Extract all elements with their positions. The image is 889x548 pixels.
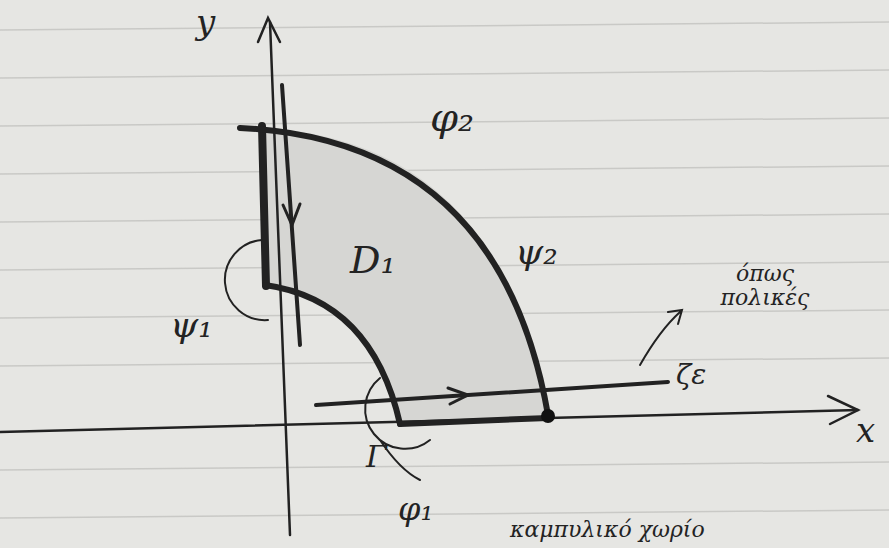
y-arrowhead	[258, 18, 280, 42]
note-arrow	[640, 310, 682, 365]
sketch-label: x	[856, 412, 875, 449]
boundary-bottom	[400, 418, 548, 424]
sketch-label: φ₂	[430, 95, 474, 139]
sketch-label: Γ	[366, 440, 387, 473]
sketch-label: D₁	[350, 240, 396, 282]
sketch-label: ζε	[676, 360, 706, 391]
corner-point	[541, 409, 555, 423]
angle-arc	[225, 240, 268, 320]
sketch-label: όπως πολικές	[690, 262, 840, 310]
y-axis	[270, 22, 290, 535]
sketch-label: ψ₂	[515, 232, 558, 272]
direction-arrow	[283, 204, 300, 225]
boundary-psi1	[262, 126, 266, 286]
sketch-label: y	[196, 4, 215, 41]
angle-arc	[365, 378, 430, 480]
sketch-label: φ₁	[398, 492, 433, 527]
sketch-label: ψ₁	[170, 305, 213, 345]
ruled-lines	[0, 22, 889, 518]
x-arrowhead	[828, 396, 858, 424]
x-axis	[0, 410, 858, 432]
sketch-label: καμπυλικό χωρίο	[510, 518, 705, 542]
zeta-arrow	[448, 388, 468, 404]
direction-line	[282, 85, 300, 345]
